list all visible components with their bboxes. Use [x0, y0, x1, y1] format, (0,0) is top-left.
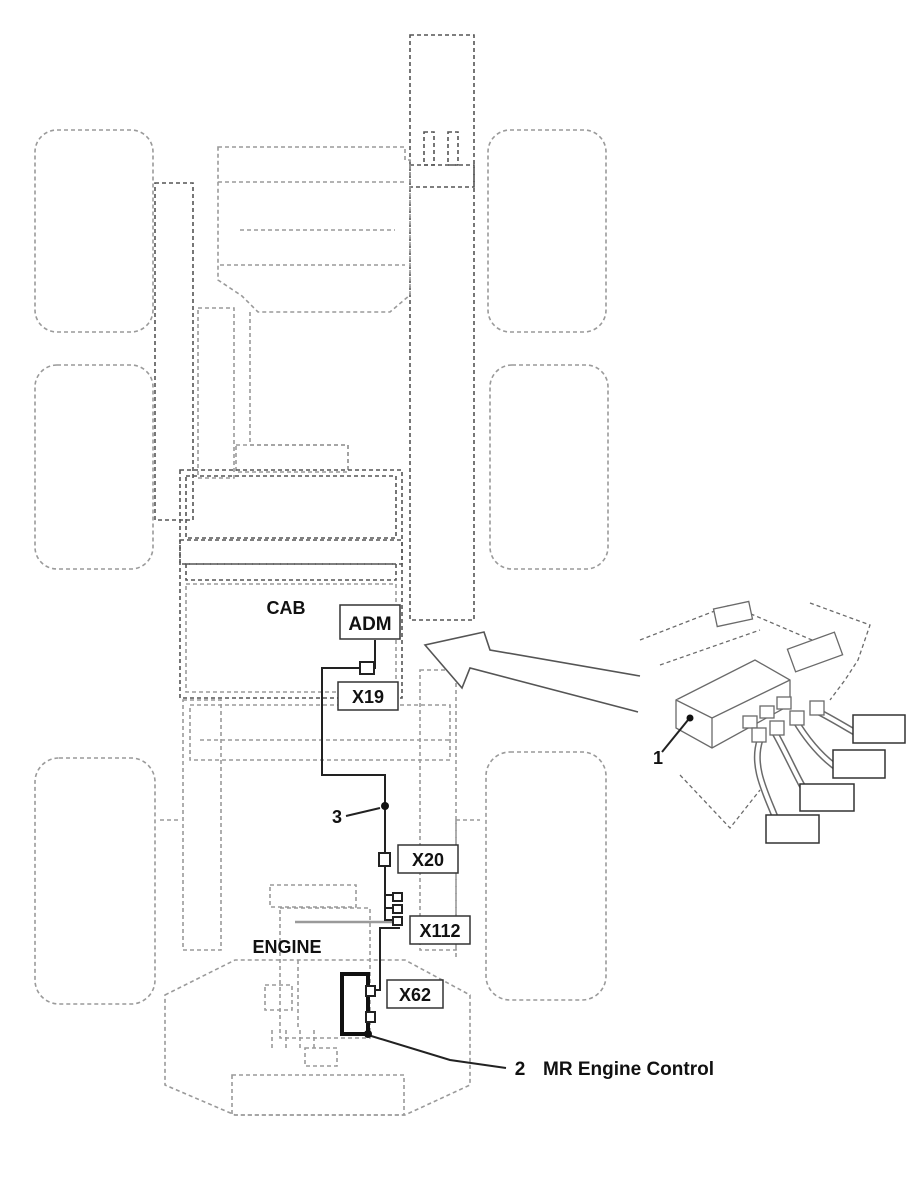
wheel-rear-right	[485, 751, 607, 1001]
connectors	[340, 661, 403, 1038]
rear-frame	[182, 699, 222, 951]
rear-hood	[164, 959, 471, 1116]
cab-label: CAB	[267, 598, 306, 618]
detail-label-box-2	[832, 749, 886, 779]
wheel-mid-right	[489, 364, 609, 570]
adm-module: ADM	[339, 604, 401, 640]
x112-label: X112	[409, 915, 471, 945]
callout-1: 1	[653, 748, 663, 768]
detail-arrow	[423, 631, 641, 713]
ecu-point-2	[364, 1030, 372, 1038]
x20-connector	[378, 852, 391, 867]
callout-3: 3	[332, 807, 342, 827]
svg-text:X20: X20	[412, 850, 444, 870]
detail-label-box-3	[799, 783, 855, 812]
callout-2: 2	[515, 1059, 526, 1080]
wheel-mid-left	[34, 364, 154, 570]
front-chassis	[217, 146, 411, 313]
wheel-rear-left	[34, 757, 156, 1005]
vehicle-outline	[34, 34, 609, 1116]
svg-text:X19: X19	[352, 687, 384, 707]
x19-label: X19	[337, 681, 399, 711]
boom-arm	[409, 34, 475, 621]
left-frame-rail	[154, 182, 194, 521]
mr-engine-control-unit	[340, 972, 370, 1036]
mr-engine-control-label: MR Engine Control	[543, 1059, 714, 1080]
adm-detail-view	[639, 600, 906, 844]
harness-point-3	[381, 802, 389, 810]
x62-label: X62	[386, 979, 444, 1009]
x20-label: X20	[397, 844, 459, 874]
detail-label-box-1	[852, 714, 906, 744]
svg-text:X112: X112	[419, 921, 460, 941]
wheel-front-right	[487, 129, 607, 333]
x112-connector	[392, 916, 403, 926]
engine-label: ENGINE	[252, 937, 321, 957]
cab-outline	[179, 469, 403, 699]
x19-connector	[359, 661, 375, 675]
svg-text:X62: X62	[399, 985, 431, 1005]
wheel-front-left	[34, 129, 154, 333]
adm-label: ADM	[348, 614, 391, 635]
detail-label-box-4	[765, 814, 820, 844]
